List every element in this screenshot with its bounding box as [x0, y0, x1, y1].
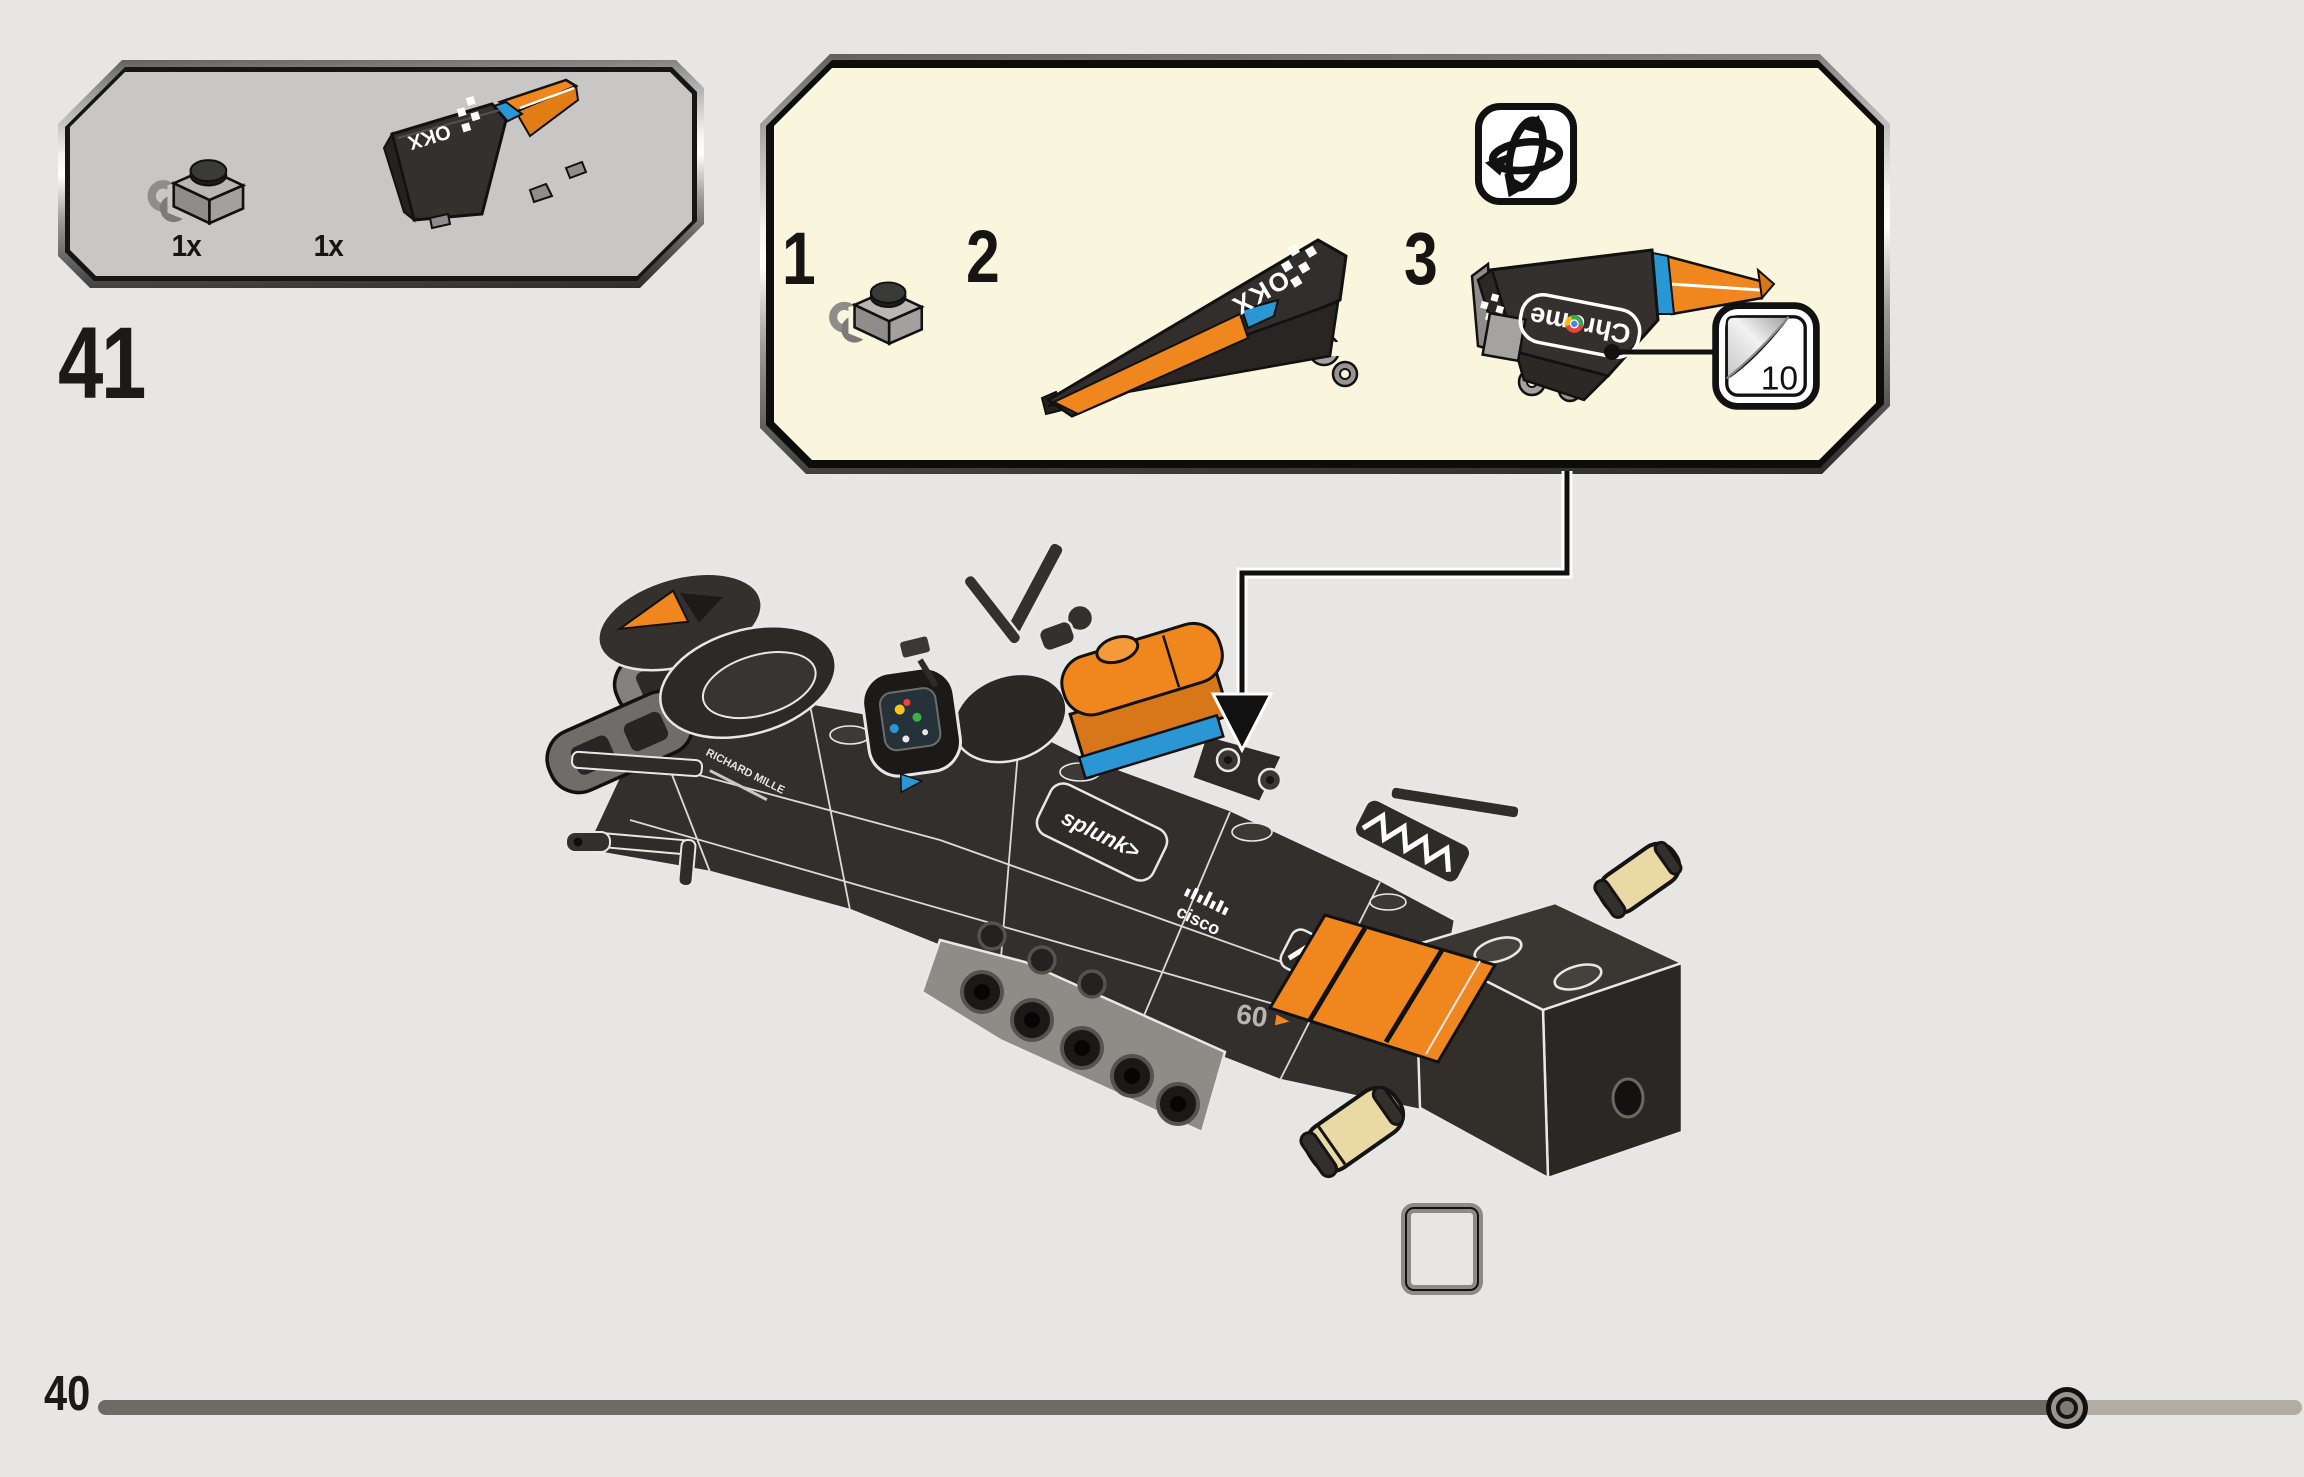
orange-sidepod [1267, 913, 1498, 1064]
cockpit-ring [659, 624, 837, 740]
progress-knob-core [2056, 1397, 2078, 1419]
wheel-pin-rear-lower [1299, 1085, 1406, 1179]
part-count-1: 1x [171, 228, 202, 263]
part-count-2: 1x [313, 228, 344, 263]
rear-block [1411, 901, 1686, 1181]
rotate-model-icon [1474, 102, 1578, 206]
progress-bar-rest [2050, 1400, 2302, 1415]
floor-strip [920, 921, 1227, 1134]
attachment-clips [1190, 733, 1284, 804]
part-image-clip-plate [147, 159, 247, 226]
substep-2-part: OKX [1040, 238, 1359, 418]
progress-knob-ring [2051, 1392, 2083, 1424]
page-number: 40 [44, 1367, 91, 1421]
parts-box-fill [70, 72, 692, 276]
rear-bracket [1401, 1203, 1483, 1295]
zigzag-decal-upper [1353, 798, 1472, 884]
substep-1-part [829, 281, 925, 346]
okx-decal: OKX [405, 95, 481, 154]
front-bars [565, 750, 703, 888]
substep-2-number: 2 [966, 215, 1000, 298]
part-image-wing: OKX [382, 78, 588, 230]
step-number: 41 [58, 306, 146, 420]
side-mirror [898, 634, 939, 688]
sticker-number: 10 [1761, 361, 1798, 398]
progress-knob [2046, 1387, 2088, 1429]
svg-text:60: 60 [1234, 998, 1269, 1033]
chrome-logo [1564, 314, 1584, 333]
substep-3-number: 3 [1404, 217, 1438, 300]
antenna [962, 541, 1095, 653]
parts-box [58, 60, 704, 288]
rear-rod [1389, 785, 1521, 820]
substep-1-number: 1 [782, 217, 816, 300]
wheel-pin-rear-upper [1593, 840, 1683, 919]
progress-bar-done [98, 1400, 2050, 1415]
model-image: splunk> cisco RICHARD MILLE 60 [545, 541, 1686, 1295]
steering-wheel [861, 666, 962, 794]
sixty-decal: 60 [1234, 998, 1290, 1033]
sticker-number-callout: 10 [1712, 302, 1820, 410]
